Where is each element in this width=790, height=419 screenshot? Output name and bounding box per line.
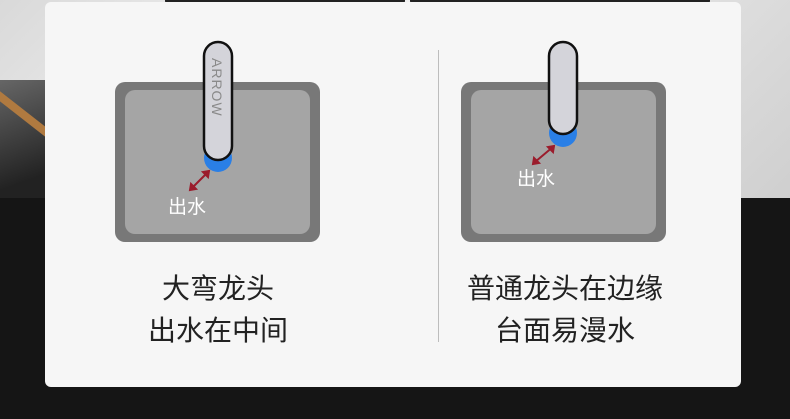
sink-basin xyxy=(471,90,656,234)
comparison-card: ARROW 出水 出水 大弯龙头 出水在中间 普通龙头在边缘 台面易漫水 xyxy=(45,2,741,387)
water-outlet-label: 出水 xyxy=(517,168,555,190)
faucet-brand-text: ARROW xyxy=(209,58,225,117)
left-sink-diagram: ARROW 出水 xyxy=(115,40,320,242)
right-sink-diagram: 出水 xyxy=(461,40,666,242)
left-caption-line2: 出水在中间 xyxy=(147,314,288,347)
right-caption: 普通龙头在边缘 台面易漫水 xyxy=(445,268,685,352)
faucet-arm xyxy=(547,40,579,136)
left-caption: 大弯龙头 出水在中间 xyxy=(113,268,323,352)
right-caption-line2: 台面易漫水 xyxy=(494,314,635,347)
right-caption-line1: 普通龙头在边缘 xyxy=(466,272,663,305)
left-caption-line1: 大弯龙头 xyxy=(161,272,274,305)
water-outlet-label: 出水 xyxy=(168,196,206,218)
faucet-arm xyxy=(202,40,234,162)
water-distance-arrow xyxy=(531,144,556,166)
water-distance-arrow xyxy=(188,169,211,192)
center-divider xyxy=(438,50,439,342)
